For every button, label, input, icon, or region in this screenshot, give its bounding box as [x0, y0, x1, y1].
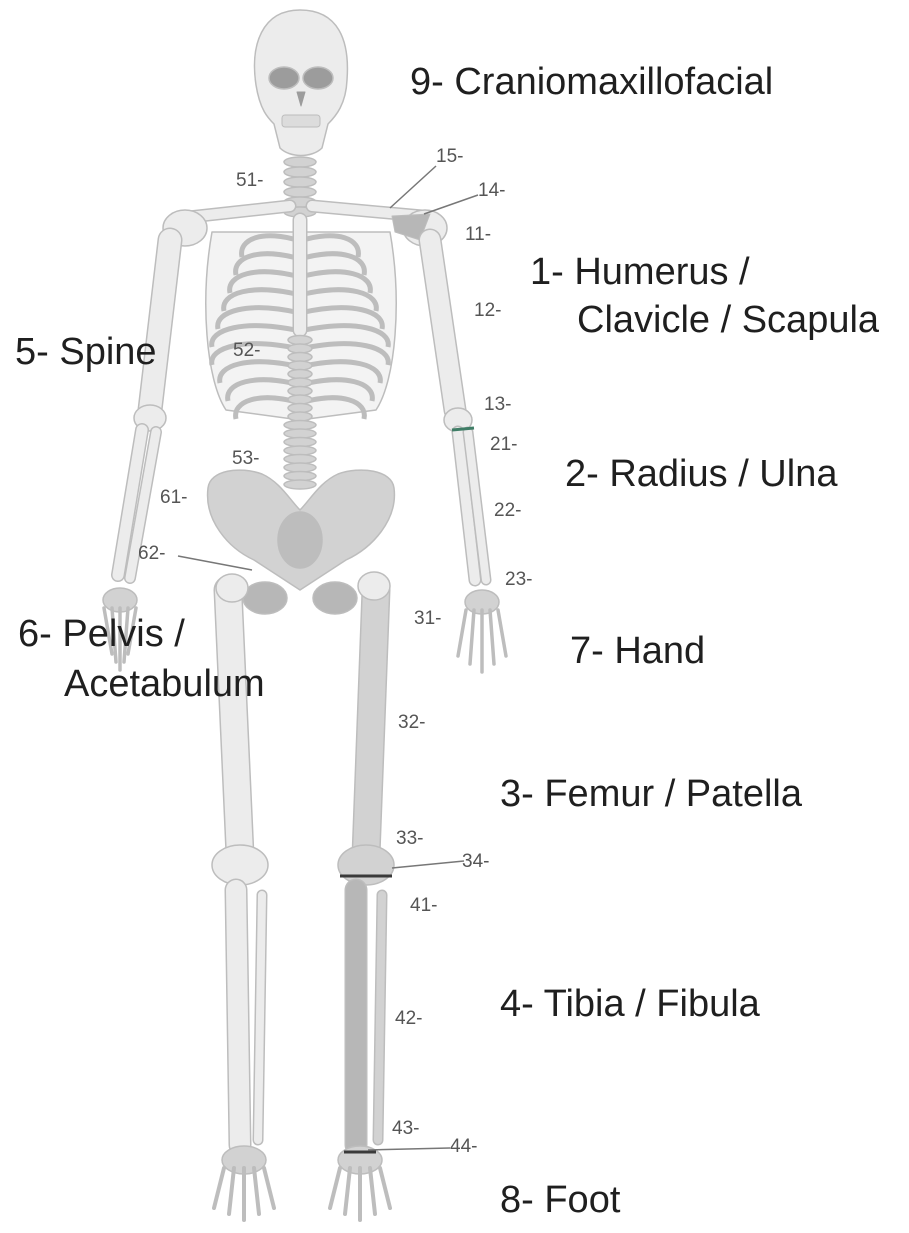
sacrum — [278, 512, 322, 568]
segment-61: 61- — [160, 487, 187, 509]
toe-left — [214, 1168, 224, 1208]
finger-right — [490, 610, 494, 664]
eye-socket-left — [269, 67, 299, 89]
toe-right — [345, 1168, 350, 1214]
toe-left — [229, 1168, 234, 1214]
knee-left — [212, 845, 268, 885]
segment-13: 13- — [484, 394, 511, 416]
segment-52: 52- — [233, 340, 260, 362]
segment-51: 51- — [236, 170, 263, 192]
segment-53: 53- — [232, 448, 259, 470]
vertebra — [288, 404, 312, 413]
segment-43: 43- — [392, 1118, 419, 1140]
vertebra — [284, 455, 316, 464]
cervical-vertebra — [284, 177, 316, 187]
femoral-head-left — [216, 574, 248, 602]
vertebra — [288, 387, 312, 396]
vertebra — [288, 344, 312, 353]
eye-socket-right — [303, 67, 333, 89]
fibula-right — [378, 895, 382, 1140]
leader-14 — [424, 195, 478, 214]
femur-right — [366, 590, 376, 855]
label-pelvis: 6- Pelvis / — [18, 612, 185, 656]
label-hand: 7- Hand — [570, 629, 705, 673]
leader-62 — [178, 556, 252, 570]
vertebra — [284, 480, 316, 489]
segment-21: 21- — [490, 434, 517, 456]
segment-62: 62- — [138, 543, 165, 565]
leader-34 — [392, 861, 464, 868]
label-femur-patella: 3- Femur / Patella — [500, 772, 802, 816]
finger-right — [458, 610, 466, 656]
segment-33: 33- — [396, 828, 423, 850]
label-craniomaxillofacial: 9- Craniomaxillofacial — [410, 60, 773, 104]
cervical-vertebra — [284, 187, 316, 197]
label-clavicle-scapula: Clavicle / Scapula — [577, 298, 879, 342]
vertebra — [288, 378, 312, 387]
leader-15 — [390, 166, 436, 208]
segment-32: 32- — [398, 712, 425, 734]
segment-22: 22- — [494, 500, 521, 522]
toe-left — [254, 1168, 259, 1214]
tibia-left — [236, 890, 240, 1145]
obturator-left — [243, 582, 287, 614]
vertebra — [288, 395, 312, 404]
humerus-left — [150, 240, 170, 410]
teeth — [282, 115, 320, 127]
vertebra — [284, 421, 316, 430]
femoral-head-right — [358, 572, 390, 600]
vertebra — [284, 463, 316, 472]
vertebra — [288, 336, 312, 345]
segment-15: 15- — [436, 146, 463, 168]
fibula-left — [258, 895, 262, 1140]
leader-44 — [368, 1148, 450, 1150]
obturator-right — [313, 582, 357, 614]
label-humerus: 1- Humerus / — [530, 250, 750, 294]
segment-31: 31- — [414, 608, 441, 630]
segment-14: 14- — [478, 180, 505, 202]
elbow-marker — [452, 428, 474, 430]
toe-right — [370, 1168, 375, 1214]
segment-41: 41- — [410, 895, 437, 917]
label-spine: 5- Spine — [15, 330, 157, 374]
toe-left — [264, 1168, 274, 1208]
skull — [255, 10, 348, 156]
toe-right — [330, 1168, 340, 1208]
vertebra — [288, 361, 312, 370]
humerus-right — [430, 240, 455, 410]
label-foot: 8- Foot — [500, 1178, 620, 1222]
finger-right — [470, 610, 474, 664]
toe-right — [380, 1168, 390, 1208]
segment-11: 11- — [465, 224, 491, 246]
label-tibia-fibula: 4- Tibia / Fibula — [500, 982, 760, 1026]
vertebra — [284, 438, 316, 447]
segment-42: 42- — [395, 1008, 422, 1030]
vertebra — [288, 370, 312, 379]
label-acetabulum: Acetabulum — [64, 662, 265, 706]
cervical-vertebra — [284, 157, 316, 167]
clavicle-right — [312, 206, 422, 216]
vertebra — [288, 412, 312, 421]
segment-23: 23- — [505, 569, 532, 591]
knee-right — [338, 845, 394, 885]
cervical-vertebra — [284, 167, 316, 177]
femur-left — [228, 590, 240, 855]
segment-34: 34- — [462, 851, 489, 873]
segment-12: 12- — [474, 300, 501, 322]
finger-right — [498, 610, 506, 656]
vertebra — [288, 353, 312, 362]
vertebra — [284, 429, 316, 438]
vertebra — [284, 472, 316, 481]
vertebra — [284, 446, 316, 455]
segment-44: 44- — [450, 1136, 477, 1158]
label-radius-ulna: 2- Radius / Ulna — [565, 452, 837, 496]
